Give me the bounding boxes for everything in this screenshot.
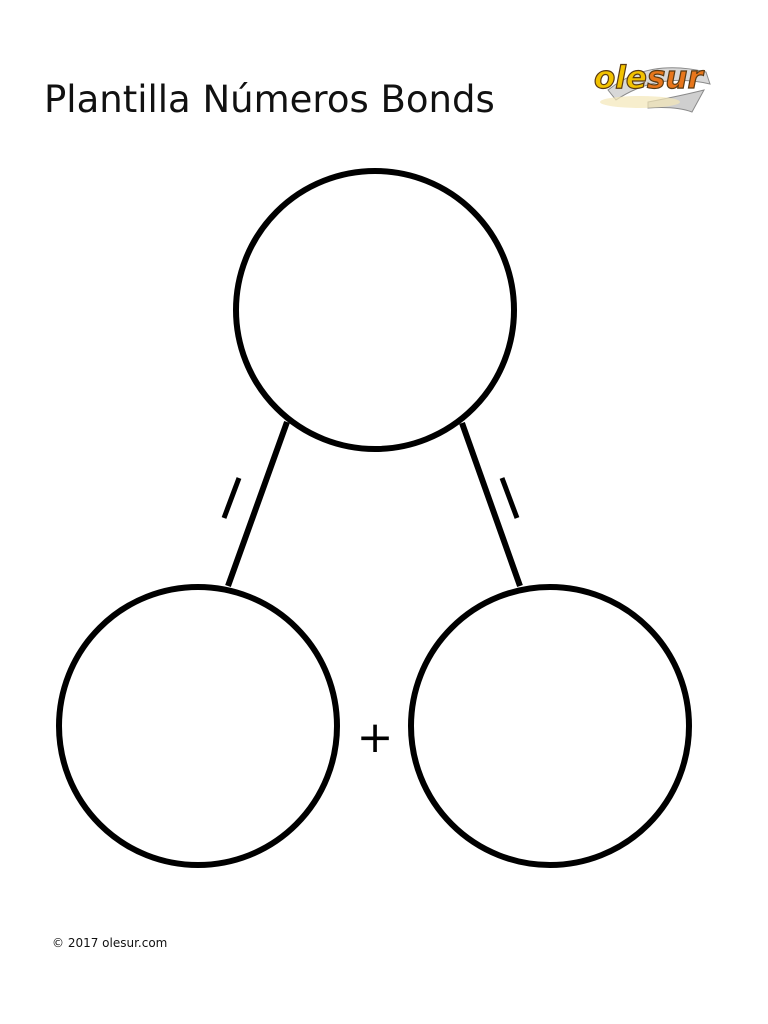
logo-swoosh (607, 67, 711, 101)
logo-text-ole: ole (594, 60, 647, 96)
logo-text: olesur (594, 60, 704, 96)
page-title: Plantilla Números Bonds (44, 78, 495, 121)
bond-line-left (225, 420, 290, 588)
logo-text-sur: sur (647, 60, 705, 96)
tick-mark-left (221, 477, 242, 519)
tick-mark-right (499, 477, 520, 519)
plus-sign: + (357, 712, 394, 763)
bond-line-right (459, 421, 523, 588)
logo-reflection (600, 96, 680, 108)
part-circle-right[interactable] (408, 584, 692, 868)
part-circle-left[interactable] (56, 584, 340, 868)
copyright-footer: © 2017 olesur.com (52, 936, 168, 950)
whole-circle[interactable] (233, 168, 517, 452)
olesur-logo: olesur (593, 59, 711, 113)
